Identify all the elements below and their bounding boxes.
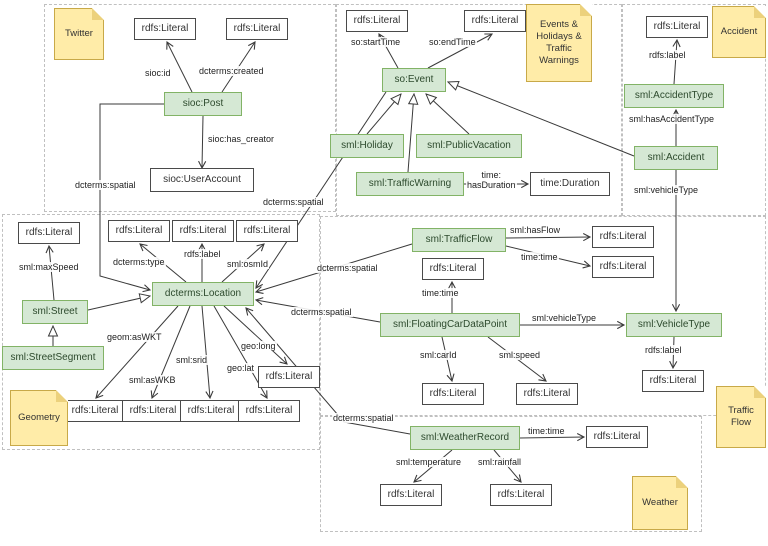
note-events-fold-icon bbox=[580, 4, 592, 16]
lit-carid: rdfs:Literal bbox=[422, 383, 484, 405]
edge-label-sml-vehicletype-to-lit-vt-label: rdfs:label bbox=[644, 345, 683, 356]
edge-label-so-event-to-lit-event-end: so:endTime bbox=[428, 37, 477, 48]
note-geometry-label: Geometry bbox=[18, 412, 60, 424]
edge-label-sml-weatherrecord-to-lit-temp: sml:temperature bbox=[395, 457, 463, 468]
edge-label-sml-weatherrecord-to-dcterms-location: dcterms:spatial bbox=[332, 413, 395, 424]
time-duration: time:Duration bbox=[530, 172, 610, 196]
lit-loc-type: rdfs:Literal bbox=[108, 220, 170, 242]
sml-street: sml:Street bbox=[22, 300, 88, 324]
edge-label-sioc-post-to-dcterms-location: dcterms:spatial bbox=[74, 180, 137, 191]
edge-label-dcterms-location-to-lit-lat: geo:lat bbox=[226, 363, 256, 374]
lit-maxspeed: rdfs:Literal bbox=[18, 222, 80, 244]
edge-label-dcterms-location-to-lit-long: geo:long bbox=[240, 341, 277, 352]
edge-label-sml-accident-to-sml-accidenttype: sml:hasAccidentType bbox=[628, 114, 716, 125]
lit-srid: rdfs:Literal bbox=[180, 400, 242, 422]
edge-label-dcterms-location-to-lit-srid: sml:srid bbox=[175, 355, 208, 366]
lit-loc-osmid: rdfs:Literal bbox=[236, 220, 298, 242]
lit-post-created: rdfs:Literal bbox=[226, 18, 288, 40]
edge-label-sml-floatingcardatapoint-to-lit-fcdp-time: time:time bbox=[421, 288, 460, 299]
edge-label-dcterms-location-to-lit-wkt: geom:asWKT bbox=[106, 332, 163, 343]
sml-accidenttype: sml:AccidentType bbox=[624, 84, 724, 108]
lit-tf-time: rdfs:Literal bbox=[592, 256, 654, 278]
lit-event-start: rdfs:Literal bbox=[346, 10, 408, 32]
note-events: Events & Holidays & Traffic Warnings bbox=[526, 4, 592, 82]
weather-region bbox=[320, 416, 702, 532]
sml-vehicletype: sml:VehicleType bbox=[626, 313, 722, 337]
note-weather: Weather bbox=[632, 476, 688, 530]
edge-label-sml-weatherrecord-to-lit-rain: sml:rainfall bbox=[477, 457, 523, 468]
note-events-label: Events & Holidays & Traffic Warnings bbox=[536, 19, 582, 66]
lit-post-id: rdfs:Literal bbox=[134, 18, 196, 40]
sml-streetsegment: sml:StreetSegment bbox=[2, 346, 104, 370]
lit-rain: rdfs:Literal bbox=[490, 484, 552, 506]
edge-label-sml-floatingcardatapoint-to-sml-vehicletype: sml:vehicleType bbox=[531, 313, 598, 324]
edge-label-sml-weatherrecord-to-lit-wr-time: time:time bbox=[527, 426, 566, 437]
sioc-post: sioc:Post bbox=[164, 92, 242, 116]
note-trafficflow-fold-icon bbox=[754, 386, 766, 398]
note-geometry: Geometry bbox=[10, 390, 68, 446]
lit-fcdp-time: rdfs:Literal bbox=[422, 258, 484, 280]
lit-accident-label: rdfs:Literal bbox=[646, 16, 708, 38]
lit-wr-time: rdfs:Literal bbox=[586, 426, 648, 448]
edge-label-sioc-post-to-lit-post-created: dcterms:created bbox=[198, 66, 265, 77]
lit-vt-label: rdfs:Literal bbox=[642, 370, 704, 392]
lit-long: rdfs:Literal bbox=[258, 366, 320, 388]
lit-wkt: rdfs:Literal bbox=[64, 400, 126, 422]
note-twitter: Twitter bbox=[54, 8, 104, 60]
edge-label-dcterms-location-to-lit-loc-osmid: sml:osmId bbox=[226, 259, 270, 270]
edge-label-sml-floatingcardatapoint-to-lit-carid: sml:carId bbox=[419, 350, 458, 361]
note-accident-label: Accident bbox=[720, 26, 758, 38]
edge-label-sioc-post-to-sioc-useraccount: sioc:has_creator bbox=[207, 134, 276, 145]
edge-label-sml-floatingcardatapoint-to-dcterms-location: dcterms:spatial bbox=[290, 307, 353, 318]
edge-label-dcterms-location-to-lit-loc-label: rdfs:label bbox=[183, 249, 222, 260]
sml-weatherrecord: sml:WeatherRecord bbox=[410, 426, 520, 450]
sml-publicvacation: sml:PublicVacation bbox=[416, 134, 522, 158]
sml-floatingcardatapoint: sml:FloatingCarDataPoint bbox=[380, 313, 520, 337]
edge-label-sml-street-to-lit-maxspeed: sml:maxSpeed bbox=[18, 262, 80, 273]
note-twitter-label: Twitter bbox=[65, 28, 93, 40]
sml-accident: sml:Accident bbox=[634, 146, 718, 170]
edge-label-dcterms-location-to-lit-loc-type: dcterms:type bbox=[112, 257, 166, 268]
edge-label-dcterms-location-to-lit-wkb: sml:asWKB bbox=[128, 375, 177, 386]
edge-label-sml-accidenttype-to-lit-accident-label: rdfs:label bbox=[648, 50, 687, 61]
so-event: so:Event bbox=[382, 68, 446, 92]
sml-trafficwarning: sml:TrafficWarning bbox=[356, 172, 464, 196]
lit-wkb: rdfs:Literal bbox=[122, 400, 184, 422]
note-accident: Accident bbox=[712, 6, 766, 58]
lit-hasflow: rdfs:Literal bbox=[592, 226, 654, 248]
edge-label-so-event-to-lit-event-start: so:startTime bbox=[350, 37, 402, 48]
edge-label-sml-floatingcardatapoint-to-lit-speed: sml:speed bbox=[498, 350, 542, 361]
sioc-useraccount: sioc:UserAccount bbox=[150, 168, 254, 192]
note-twitter-fold-icon bbox=[92, 8, 104, 20]
edge-label-sml-accident-to-sml-vehicletype: sml:vehicleType bbox=[633, 185, 700, 196]
dcterms-location: dcterms:Location bbox=[152, 282, 254, 306]
note-trafficflow-label: Traffic Flow bbox=[728, 405, 754, 428]
note-geometry-fold-icon bbox=[56, 390, 68, 402]
edge-label-so-event-to-dcterms-location: dcterms:spatial bbox=[262, 197, 325, 208]
edge-label-sml-trafficflow-to-lit-tf-time: time:time bbox=[520, 252, 559, 263]
note-accident-fold-icon bbox=[754, 6, 766, 18]
lit-loc-label: rdfs:Literal bbox=[172, 220, 234, 242]
lit-lat: rdfs:Literal bbox=[238, 400, 300, 422]
edge-label-sml-trafficwarning-to-time-duration: time: hasDuration bbox=[466, 170, 517, 191]
note-trafficflow: Traffic Flow bbox=[716, 386, 766, 448]
edge-label-sml-trafficflow-to-lit-hasflow: sml:hasFlow bbox=[509, 225, 562, 236]
lit-event-end: rdfs:Literal bbox=[464, 10, 526, 32]
sml-trafficflow: sml:TrafficFlow bbox=[412, 228, 506, 252]
edge-label-sioc-post-to-lit-post-id: sioc:id bbox=[144, 68, 172, 79]
lit-temp: rdfs:Literal bbox=[380, 484, 442, 506]
edge-label-sml-trafficflow-to-dcterms-location: dcterms:spatial bbox=[316, 263, 379, 274]
note-weather-fold-icon bbox=[676, 476, 688, 488]
sml-holiday: sml:Holiday bbox=[330, 134, 404, 158]
note-weather-label: Weather bbox=[642, 497, 678, 509]
lit-speed: rdfs:Literal bbox=[516, 383, 578, 405]
